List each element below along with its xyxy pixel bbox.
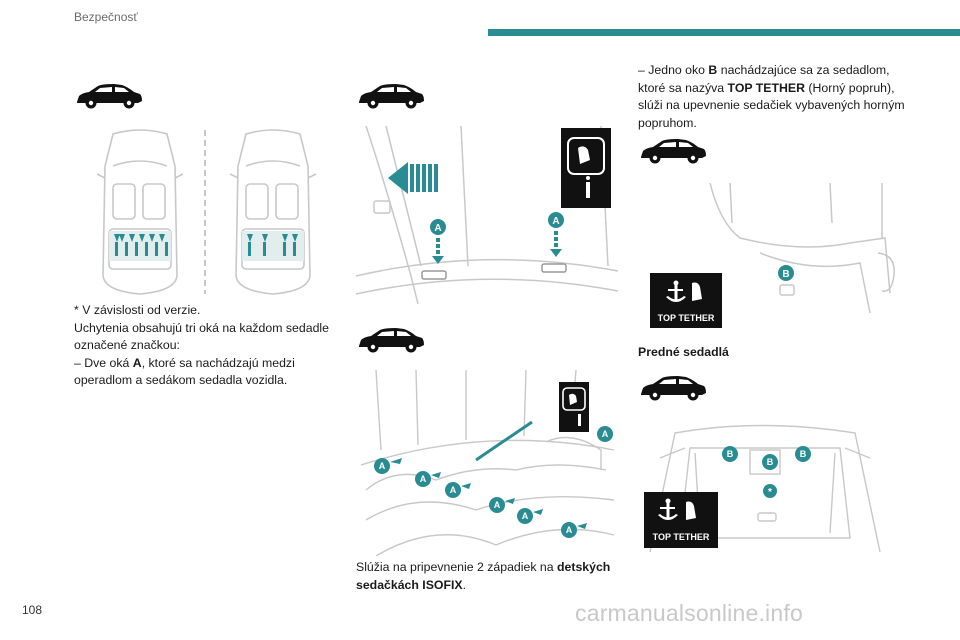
car-side-icon bbox=[74, 80, 144, 110]
version-note: * V závislosti od verzie. bbox=[74, 303, 201, 317]
anchors-a-item: – Dve oká A, ktoré sa nachádzajú medzi o… bbox=[74, 355, 295, 388]
marker-b-label: B bbox=[782, 269, 789, 280]
marker-a-label: A bbox=[420, 474, 427, 484]
marker-a-label: A bbox=[379, 461, 386, 471]
svg-text:*: * bbox=[768, 487, 772, 498]
marker-b-label: B bbox=[767, 457, 774, 467]
header-accent-bar bbox=[488, 29, 960, 36]
top-tether-label: TOP TETHER bbox=[653, 532, 710, 542]
rear-bench-isofix-diagram: A A A A A A A bbox=[356, 369, 618, 561]
watermark: carmanualsonline.info bbox=[575, 600, 803, 626]
seat-anchor-top-view-diagram bbox=[95, 126, 330, 301]
trunk-top-tether-diagram: TOP TETHER B B B * bbox=[640, 418, 890, 557]
marker-b-label: B bbox=[727, 449, 734, 459]
anchors-b-item: – Jedno oko B nachádzajúce sa za sedadlo… bbox=[638, 63, 905, 130]
marker-a-label: A bbox=[522, 511, 529, 521]
car-side-icon bbox=[356, 324, 426, 354]
car-side-icon bbox=[638, 372, 708, 402]
marker-a-label: A bbox=[450, 485, 457, 495]
page-number: 108 bbox=[22, 603, 43, 617]
section-title: Bezpečnosť bbox=[74, 10, 138, 24]
marker-b-label: B bbox=[800, 449, 807, 459]
isofix-anchor-closeup-diagram: A A bbox=[355, 125, 619, 309]
marker-a-label: A bbox=[494, 500, 501, 510]
marker-a-label: A bbox=[434, 223, 441, 234]
car-side-icon bbox=[638, 135, 708, 165]
marker-a-label: A bbox=[552, 216, 559, 227]
marker-a-label: A bbox=[566, 525, 573, 535]
seat-back-top-tether-diagram: TOP TETHER B bbox=[650, 182, 900, 338]
anchors-description: Uchytenia obsahujú tri oká na každom sed… bbox=[74, 320, 329, 353]
isofix-caption: Slúžia na pripevnenie 2 západiek na dets… bbox=[356, 560, 611, 592]
col1-text: * V závislosti od verzie. Uchytenia obsa… bbox=[74, 302, 334, 390]
front-seats-heading: Predné sedadlá bbox=[638, 345, 729, 359]
top-tether-label: TOP TETHER bbox=[658, 313, 715, 323]
marker-a-label: A bbox=[602, 429, 609, 439]
car-side-icon bbox=[356, 80, 426, 110]
